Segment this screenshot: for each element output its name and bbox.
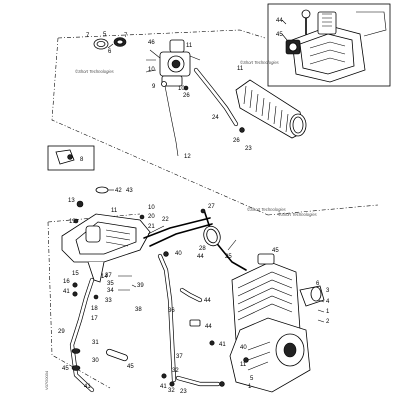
- callout-33: 33: [105, 298, 112, 304]
- callout-44-a: 44: [197, 254, 204, 260]
- callout-7-b: 7: [124, 33, 128, 39]
- callout-11-d: 11: [240, 362, 247, 368]
- fitting-10-a: [139, 214, 145, 220]
- callout-44-inset: 44: [276, 18, 283, 24]
- assembly-boundary-top: [51, 29, 379, 216]
- inset-engine-drawing: [285, 9, 387, 83]
- callout-26-b: 26: [233, 138, 240, 144]
- callout-6-b: 6: [316, 281, 320, 287]
- callout-29: 29: [58, 329, 65, 335]
- callout-41-d: 41: [160, 384, 167, 390]
- intake-boot-24: [235, 79, 307, 139]
- callout-38: 38: [135, 307, 142, 313]
- callout-27: 27: [208, 204, 215, 210]
- dipstick-13: [76, 200, 84, 208]
- callout-30: 30: [92, 358, 99, 364]
- callout-23-b: 23: [180, 389, 187, 395]
- callout-7-a: 7: [86, 33, 90, 39]
- clip-44: [189, 319, 201, 327]
- carburetor: [145, 39, 201, 157]
- callout-41-c: 41: [219, 342, 226, 348]
- jet-9: [161, 81, 167, 87]
- callout-1-b: 1: [248, 384, 252, 390]
- callout-11-c: 11: [111, 208, 118, 214]
- callout-10-a: 10: [148, 67, 155, 73]
- callout-39: 39: [137, 283, 144, 289]
- callout-42: 42: [115, 188, 122, 194]
- callout-34: 34: [107, 288, 114, 294]
- callout-45-c: 45: [272, 248, 279, 254]
- watermark-1: ©Short Technologies: [75, 69, 115, 74]
- clamp-26-a: [183, 85, 189, 91]
- o-ring-28: [203, 225, 221, 247]
- callout-5: 5: [103, 32, 107, 38]
- callout-32: 32: [172, 368, 179, 374]
- callout-28: 28: [199, 246, 206, 252]
- callout-14: 14: [101, 274, 108, 280]
- callout-9: 9: [152, 84, 156, 90]
- callout-45-a: 45: [62, 366, 69, 372]
- callout-12: 12: [184, 154, 191, 160]
- callout-44-c: 44: [205, 324, 212, 330]
- watermark-2: ©Short Technologies: [240, 60, 280, 65]
- callout-22: 22: [162, 217, 169, 223]
- callout-37-b: 37: [176, 354, 183, 360]
- callout-32-b: 32: [168, 388, 175, 394]
- callout-46: 46: [148, 40, 155, 46]
- callout-1-a: 1: [326, 309, 330, 315]
- callout-4: 4: [326, 299, 330, 305]
- oil-tank: [61, 213, 151, 283]
- callout-10-c: 10: [148, 205, 155, 211]
- callout-5-b: 5: [250, 376, 254, 382]
- callout-44-b: 44: [204, 298, 211, 304]
- callout-40-b: 40: [240, 345, 247, 351]
- clamp-31: [71, 348, 81, 354]
- callout-2: 2: [326, 319, 330, 325]
- callout-13: 13: [68, 198, 75, 204]
- engine: [229, 253, 325, 393]
- callout-40-a: 40: [175, 251, 182, 257]
- callout-10-b: 10: [178, 86, 185, 92]
- clamp-7: [93, 38, 109, 50]
- callout-36: 36: [168, 308, 175, 314]
- callout-24: 24: [212, 115, 219, 121]
- callout-43: 43: [126, 188, 133, 194]
- callout-41-b: 41: [84, 384, 91, 390]
- callout-20: 20: [148, 214, 155, 220]
- clamp-26-b: [239, 127, 245, 133]
- callout-26-a: 26: [183, 93, 190, 99]
- callout-6: 6: [108, 49, 112, 55]
- watermark-4: ©Short Technologies: [278, 212, 318, 217]
- callout-37: 37: [105, 273, 112, 279]
- callout-17: 17: [91, 316, 98, 322]
- diagram-code: V07G0034: [44, 370, 49, 390]
- callout-11-a: 11: [186, 43, 193, 49]
- callout-35: 35: [107, 281, 114, 287]
- callout-45-b: 45: [127, 364, 134, 370]
- callout-11-b: 11: [237, 66, 244, 72]
- callout-8: 8: [80, 157, 84, 163]
- callout-18: 18: [91, 306, 98, 312]
- callout-15: 15: [72, 271, 79, 277]
- callout-19: 19: [69, 219, 76, 225]
- callout-3: 3: [326, 288, 330, 294]
- callout-41-a: 41: [63, 289, 70, 295]
- callout-31: 31: [92, 340, 99, 346]
- hose-piece-45: [106, 348, 128, 362]
- callout-23-a: 23: [245, 146, 252, 152]
- callout-21: 21: [148, 224, 155, 230]
- oil-cap-42: [95, 186, 109, 194]
- clamp-30: [71, 365, 81, 371]
- callout-16: 16: [63, 279, 70, 285]
- coupler-5: [113, 37, 127, 47]
- watermark-3: ©Short Technologies: [247, 207, 287, 212]
- callout-45-inset: 45: [276, 32, 283, 38]
